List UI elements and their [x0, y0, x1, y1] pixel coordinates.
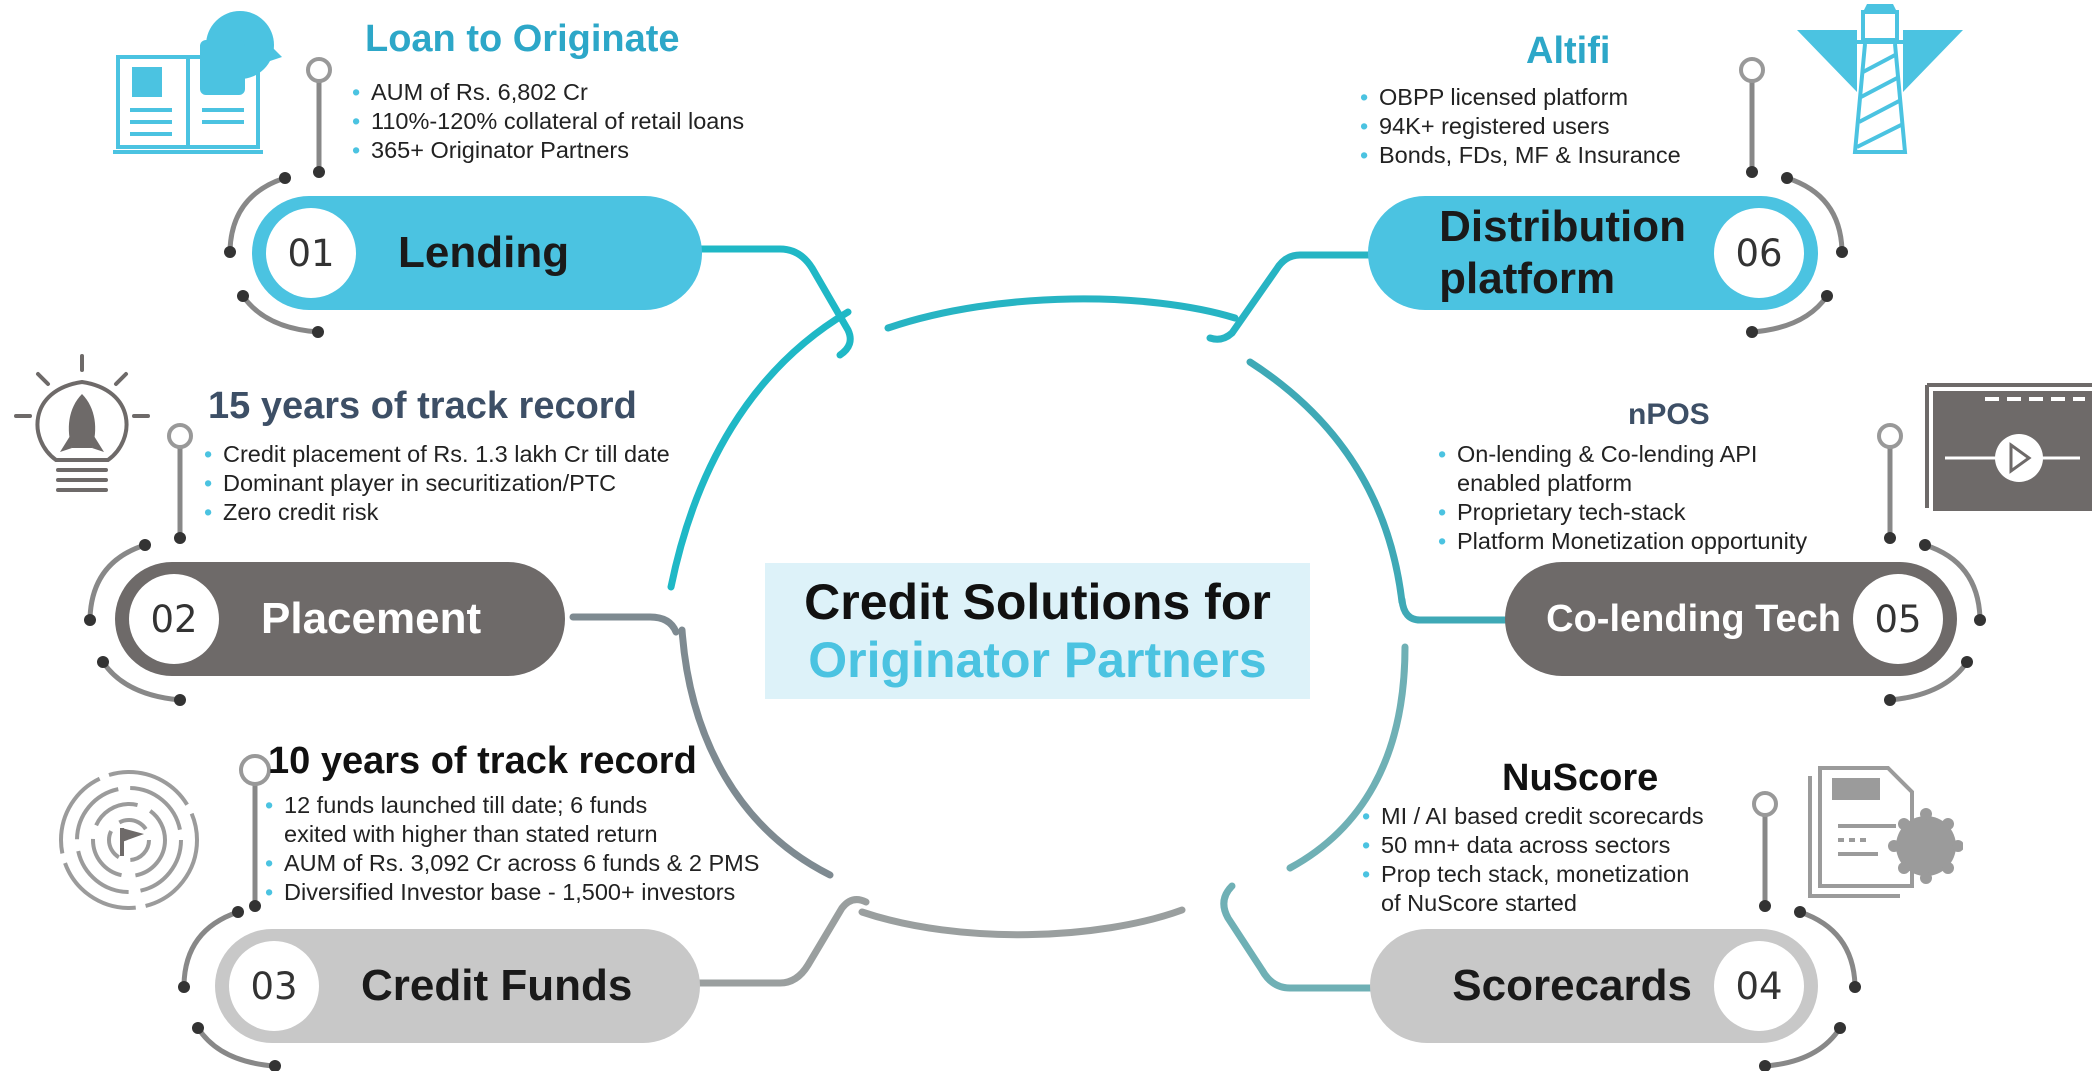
ornament-lending	[224, 57, 332, 338]
colending-bullet-continued: enabled platform	[1457, 470, 1633, 496]
center-title-line2: Originator Partners	[808, 632, 1267, 688]
connector-lending	[696, 245, 854, 359]
distribution-bullet: Bonds, FDs, MF & Insurance	[1360, 141, 1681, 170]
scorecards-label: Scorecards	[1452, 961, 1692, 1010]
ring-arc-scorecards	[1286, 643, 1409, 872]
connector-credit-funds	[696, 896, 870, 987]
distribution-heading: Altifi	[1526, 30, 1611, 72]
center-title-line1: Credit Solutions for	[804, 574, 1271, 630]
scorecards-bullets: MI / AI based credit scorecards 50 mn+ d…	[1362, 802, 1704, 918]
distribution-label-line2: platform	[1439, 254, 1616, 303]
maze-flag-icon	[59, 770, 199, 910]
distribution-bullet: OBPP licensed platform	[1360, 83, 1681, 112]
lightbulb-rocket-icon	[14, 354, 150, 492]
ring-arc-bottom	[858, 906, 1186, 939]
video-player-icon	[1925, 383, 2092, 511]
placement-bullet: Dominant player in securitization/PTC	[204, 469, 670, 498]
colending-bullets: On-lending & Co-lending API enabled plat…	[1438, 440, 1807, 556]
credit-funds-bullet: Diversified Investor base - 1,500+ inves…	[265, 878, 759, 907]
scorecards-bullet-continued: of NuScore started	[1381, 890, 1577, 916]
ring-arc-lending	[667, 308, 852, 591]
ornament-scorecards	[1752, 791, 1861, 1071]
colending-pill[interactable]: Co-lending Tech 05	[1505, 562, 1957, 676]
colending-number: 05	[1853, 574, 1943, 664]
ornament-distribution	[1739, 57, 1848, 338]
colending-bullet: Platform Monetization opportunity	[1438, 527, 1807, 556]
credit-funds-number: 03	[229, 941, 319, 1031]
placement-heading: 15 years of track record	[208, 385, 637, 427]
placement-bullet: Credit placement of Rs. 1.3 lakh Cr till…	[204, 440, 670, 469]
ring-arc-top	[884, 295, 1239, 332]
lending-bullets: AUM of Rs. 6,802 Cr 110%-120% collateral…	[352, 78, 744, 165]
ornament-credit-funds	[178, 754, 281, 1071]
distribution-label: Distribution platform	[1439, 201, 1686, 305]
scorecards-number: 04	[1714, 941, 1804, 1031]
distribution-label-line1: Distribution	[1439, 202, 1686, 251]
connector-scorecards	[1220, 882, 1374, 992]
distribution-bullet: 94K+ registered users	[1360, 112, 1681, 141]
credit-funds-bullet-continued: exited with higher than stated return	[284, 821, 658, 847]
placement-bullet: Zero credit risk	[204, 498, 670, 527]
lending-bullet: AUM of Rs. 6,802 Cr	[352, 78, 744, 107]
credit-funds-pill[interactable]: 03 Credit Funds	[215, 929, 700, 1043]
placement-pill[interactable]: 02 Placement	[115, 562, 565, 676]
distribution-bullets: OBPP licensed platform 94K+ registered u…	[1360, 83, 1681, 170]
colending-heading: nPOS	[1628, 398, 1710, 431]
lending-label: Lending	[398, 228, 570, 277]
scorecards-bullet: MI / AI based credit scorecards	[1362, 802, 1704, 831]
colending-bullet: Proprietary tech-stack	[1438, 498, 1807, 527]
distribution-number: 06	[1714, 208, 1804, 298]
colending-bullet: On-lending & Co-lending API	[1438, 440, 1807, 469]
credit-funds-bullet: 12 funds launched till date; 6 funds	[265, 791, 759, 820]
ornament-placement	[84, 423, 193, 706]
credit-funds-bullet: AUM of Rs. 3,092 Cr across 6 funds & 2 P…	[265, 849, 759, 878]
scorecards-bullet: 50 mn+ data across sectors	[1362, 831, 1704, 860]
colending-label: Co-lending Tech	[1546, 598, 1841, 640]
center-title-box: Credit Solutions for Originator Partners	[765, 563, 1310, 699]
lending-pill[interactable]: 01 Lending	[252, 196, 702, 310]
scorecards-bullet: Prop tech stack, monetization	[1362, 860, 1704, 889]
connector-distribution	[1206, 251, 1374, 343]
connector-colending	[1398, 596, 1514, 624]
scorecards-heading: NuScore	[1502, 757, 1659, 799]
scorecards-pill[interactable]: Scorecards 04	[1370, 929, 1818, 1043]
lending-bullet: 110%-120% collateral of retail loans	[352, 107, 744, 136]
credit-funds-heading: 10 years of track record	[268, 740, 697, 782]
document-seal-icon	[1808, 766, 1963, 898]
lighthouse-icon	[1797, 4, 1963, 154]
placement-bullets: Credit placement of Rs. 1.3 lakh Cr till…	[204, 440, 670, 527]
distribution-pill[interactable]: Distribution platform 06	[1368, 196, 1818, 310]
lending-number: 01	[266, 208, 356, 298]
lending-bullet: 365+ Originator Partners	[352, 136, 744, 165]
connector-placement	[569, 613, 680, 636]
credit-funds-label: Credit Funds	[361, 961, 633, 1010]
placement-number: 02	[129, 574, 219, 664]
lending-heading: Loan to Originate	[365, 18, 680, 60]
ring-arc-placement	[678, 626, 834, 879]
book-head-icon	[113, 11, 282, 154]
ring-arc-colending	[1246, 358, 1406, 606]
ornament-colending	[1877, 423, 1986, 706]
placement-label: Placement	[261, 594, 482, 643]
credit-funds-bullets: 12 funds launched till date; 6 funds exi…	[265, 791, 759, 907]
